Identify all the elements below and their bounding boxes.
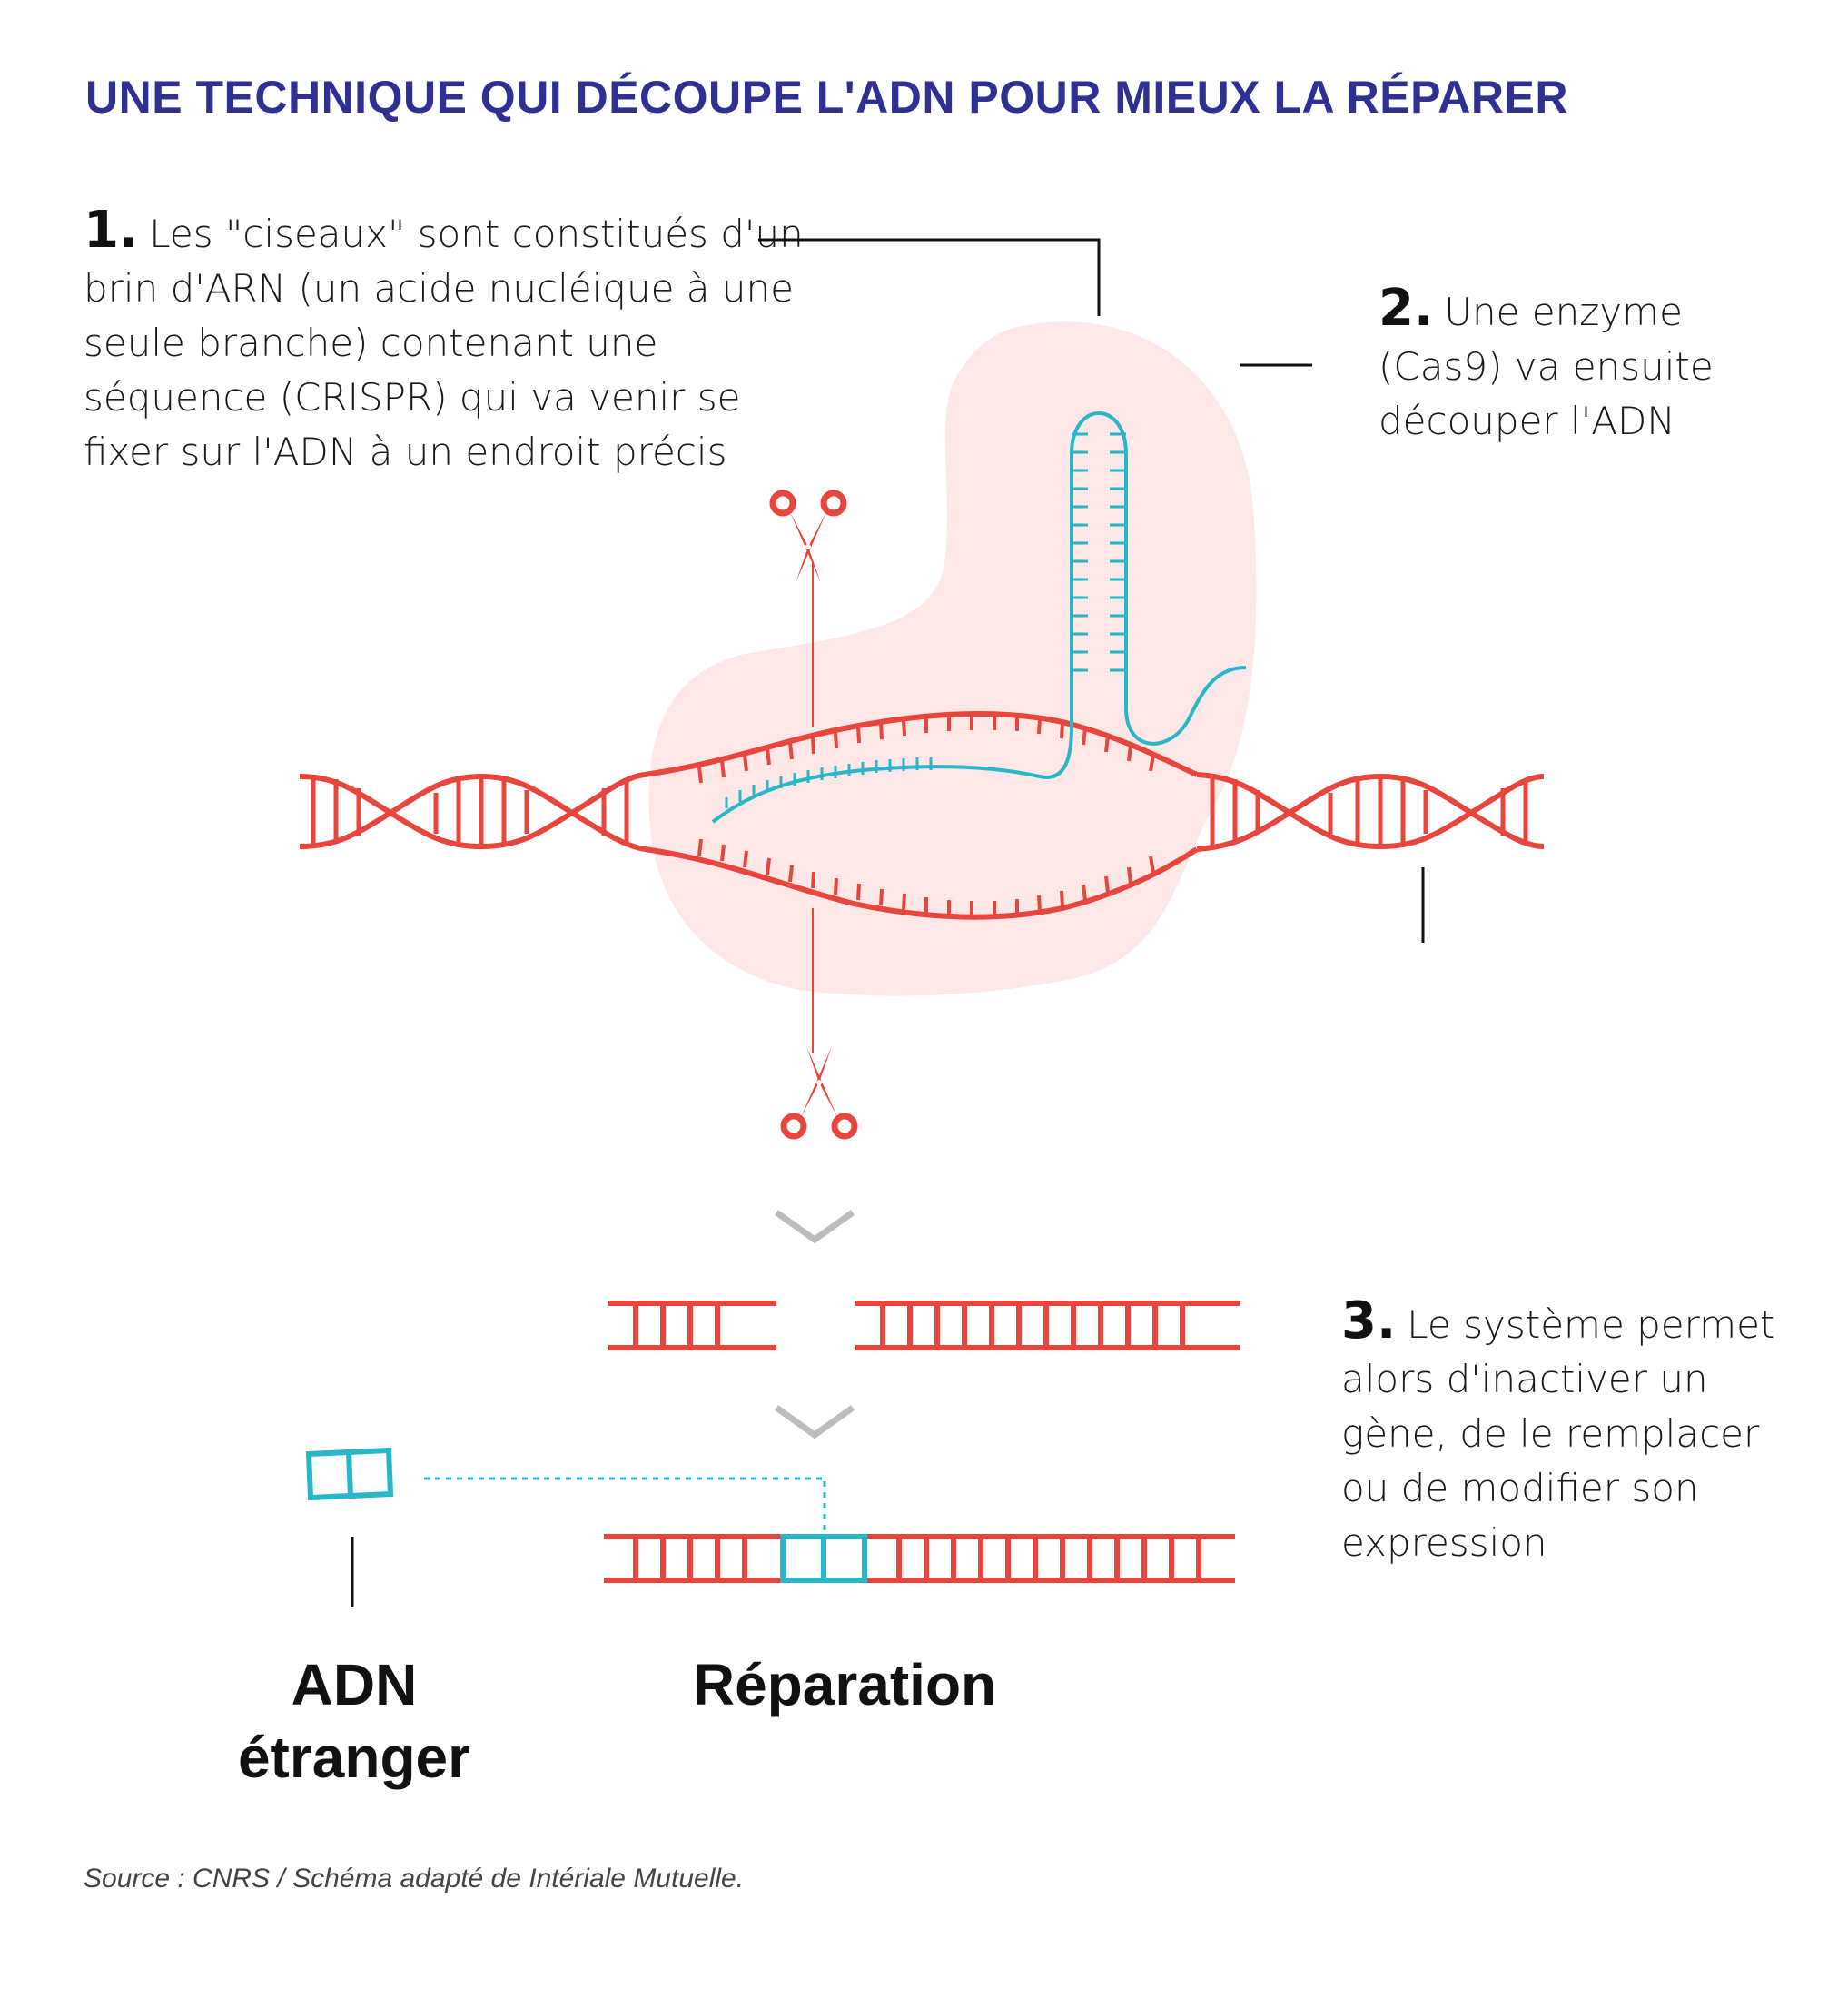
step-2: 2.Une enzyme (Cas9) va ensuite découper … (1379, 282, 1805, 449)
step-2-number: 2. (1379, 279, 1434, 338)
foreign-dna-label: ADN étranger (237, 1652, 471, 1790)
scissors-icon (769, 490, 847, 583)
chevron-down-icon (774, 1405, 855, 1439)
dna-open-bubble (644, 710, 1199, 920)
leader-line-step-1 (758, 238, 1101, 316)
dna-helix-right (1196, 772, 1545, 852)
source-credit: Source : CNRS / Schéma adapté de Intéria… (84, 1864, 745, 1894)
page-title: UNE TECHNIQUE QUI DÉCOUPE L'ADN POUR MIE… (85, 72, 1568, 123)
step-3: 3.Le système permet alors d'inactiver un… (1341, 1294, 1777, 1570)
chevron-down-icon (774, 1210, 855, 1244)
cas9-enzyme (648, 321, 1257, 996)
inserted-dna-fragment (780, 1534, 867, 1583)
repair-label: Réparation (692, 1652, 997, 1717)
step-1-number: 1. (84, 201, 139, 260)
step-3-text: Le système permet alors d'inactiver un g… (1341, 1302, 1775, 1565)
step-1: 1.Les "ciseaux" sont constitués d'un bri… (84, 203, 828, 480)
dna-helix-left (299, 772, 646, 852)
scissors-icon (780, 1046, 858, 1140)
guide-rna (711, 411, 1247, 824)
foreign-dna-fragment (305, 1447, 394, 1501)
step-2-text: Une enzyme (Cas9) va ensuite découper l'… (1379, 290, 1714, 443)
step-1-text: Les "ciseaux" sont constitués d'un brin … (84, 212, 804, 474)
repaired-dna (604, 1534, 1235, 1583)
step-3-number: 3. (1341, 1291, 1397, 1350)
cut-dna (608, 1301, 1240, 1350)
insertion-dotted-line (424, 1477, 826, 1533)
